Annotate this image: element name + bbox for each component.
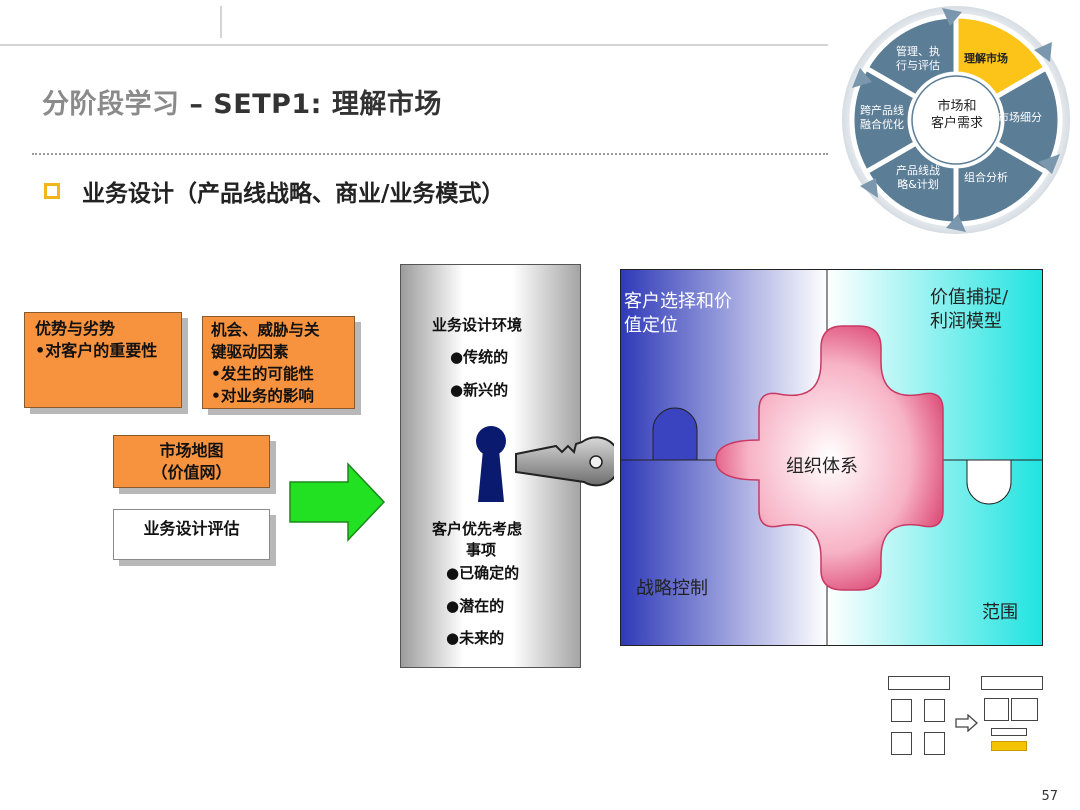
business-design-puzzle xyxy=(620,269,1043,646)
title-prefix: 分阶段学习 xyxy=(42,89,180,120)
section-subtitle: 业务设计（产品线战略、商业/业务模式） xyxy=(82,181,505,207)
thumb-highlight-box xyxy=(991,741,1027,751)
keyhole-icon xyxy=(476,426,506,502)
cycle-arrow-icon xyxy=(1038,154,1060,174)
cycle-center-label: 市场和客户需求 xyxy=(930,99,983,131)
evaluation-box: 业务设计评估 xyxy=(113,509,270,560)
priority-title-line2: 事项 xyxy=(466,541,497,559)
cycle-arrow-icon xyxy=(852,68,872,88)
cycle-label-cross-line-optimization: 跨产品线融合优化 xyxy=(860,104,904,131)
green-arrow-icon xyxy=(289,462,386,542)
cycle-label-understand-market: 理解市场 xyxy=(964,52,1008,65)
puzzle-label-bottom-left: 战略控制 xyxy=(636,578,708,599)
strengths-weaknesses-box: 优势与劣势 •对客户的重要性 xyxy=(24,312,182,408)
page-title: 分阶段学习 – SETP1: 理解市场 xyxy=(42,82,442,121)
puzzle-label-center: 组织体系 xyxy=(786,456,858,477)
dotted-separator xyxy=(32,153,828,155)
cycle-arrow-icon xyxy=(942,8,962,26)
bullet-square-icon xyxy=(44,183,60,199)
cycle-label-market-segmentation: 市场细分 xyxy=(998,111,1042,124)
cycle-label-manage-execute: 管理、执行与评估 xyxy=(896,45,940,72)
thumb-box xyxy=(991,728,1027,736)
learning-cycle-diagram xyxy=(842,6,1070,234)
puzzle-label-top-left: 客户选择和价值定位 xyxy=(624,291,732,336)
title-main: – SETP1: 理解市场 xyxy=(179,89,442,120)
cycle-arrow-icon xyxy=(1034,42,1052,62)
env-item-emerging: ●新兴的 xyxy=(450,381,509,399)
key-icon xyxy=(515,436,614,487)
thumb-box xyxy=(984,698,1009,721)
env-item-traditional: ●传统的 xyxy=(450,348,509,366)
header-divider-tick xyxy=(220,6,222,38)
priority-item-potential: ●潜在的 xyxy=(446,597,505,615)
thumb-arrow-icon xyxy=(955,714,978,732)
cycle-arrow-icon xyxy=(860,178,878,198)
thumb-box xyxy=(924,732,945,755)
thumb-box xyxy=(924,699,945,722)
priority-title-line1: 客户优先考虑 xyxy=(432,520,523,538)
puzzle-label-top-right: 价值捕捉/利润模型 xyxy=(930,287,1009,332)
puzzle-label-bottom-right: 范围 xyxy=(982,602,1018,623)
header-divider xyxy=(0,44,828,46)
env-title: 业务设计环境 xyxy=(432,316,523,334)
priority-item-confirmed: ●已确定的 xyxy=(446,564,520,582)
cycle-center-disk xyxy=(911,75,1001,165)
puzzle-notch-right xyxy=(966,459,1012,505)
thumb-box xyxy=(981,676,1043,690)
puzzle-tab-left xyxy=(652,407,698,461)
opportunities-threats-box: 机会、威胁与关 键驱动因素 •发生的可能性 •对业务的影响 xyxy=(202,316,355,409)
thumb-box xyxy=(1011,698,1038,721)
priority-item-future: ●未来的 xyxy=(446,629,505,647)
thumb-box xyxy=(888,676,950,690)
thumb-box xyxy=(891,732,912,755)
page-number: 57 xyxy=(1041,789,1058,804)
cycle-arrow-icon xyxy=(946,214,966,232)
puzzle-center-piece xyxy=(715,325,944,591)
market-map-box: 市场地图 （价值网） xyxy=(113,435,270,488)
thumb-box xyxy=(891,699,912,722)
cycle-label-product-line-strategy: 产品线战略&计划 xyxy=(896,164,940,191)
cycle-label-portfolio-analysis: 组合分析 xyxy=(964,171,1008,184)
